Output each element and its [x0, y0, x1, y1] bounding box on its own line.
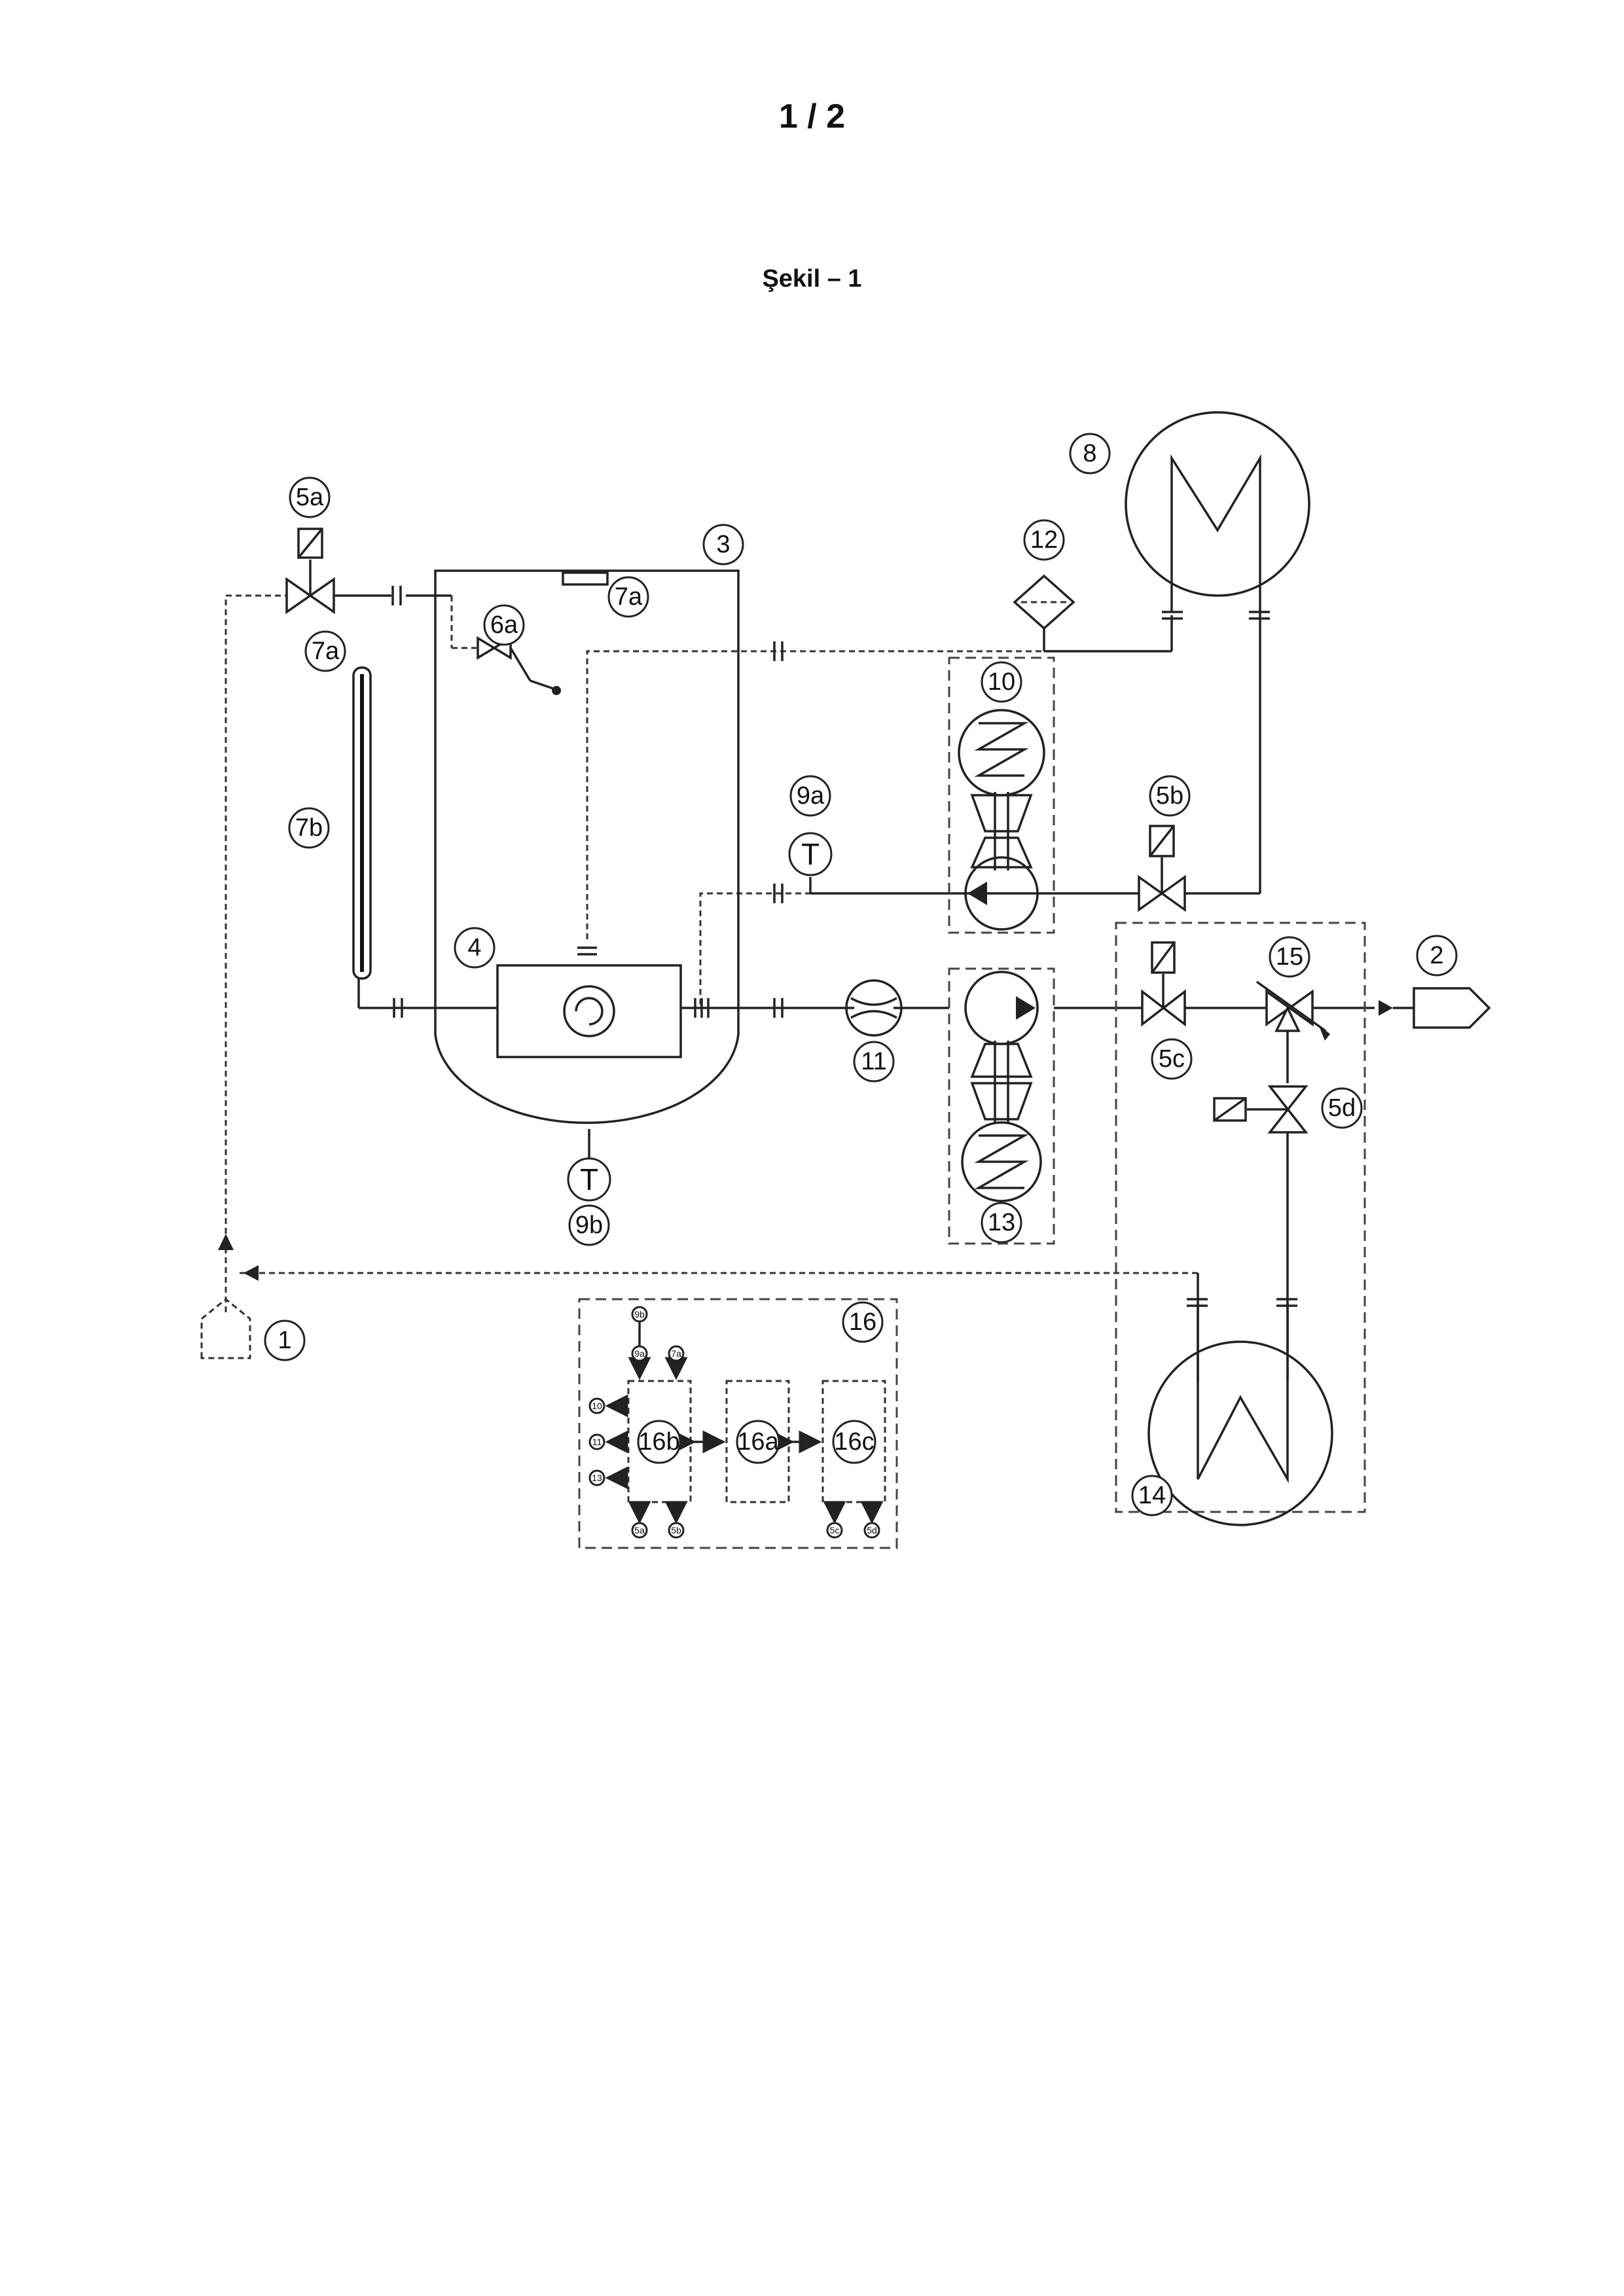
thermometer-9b: T: [568, 1158, 610, 1200]
io-label: 5d: [867, 1525, 877, 1535]
pipe-flanges: [393, 586, 1297, 1306]
pressure-regulator-15: [1257, 982, 1330, 1041]
label-3: 3: [716, 531, 730, 558]
label-5b: 5b: [1156, 782, 1183, 810]
thermometer-9a: T: [789, 833, 831, 875]
label-7a-top: 7a: [615, 583, 643, 611]
temp-symbol: T: [580, 1162, 598, 1196]
io-label: 9a: [634, 1348, 645, 1359]
io-label: 9b: [634, 1309, 645, 1319]
label-13: 13: [988, 1209, 1015, 1236]
valve-5c: [1142, 942, 1185, 1024]
label-4: 4: [467, 934, 481, 961]
label-16c: 16c: [834, 1428, 874, 1456]
io-label: 13: [592, 1473, 602, 1483]
label-11: 11: [861, 1048, 886, 1075]
label-12: 12: [1030, 526, 1058, 554]
heat-exchanger-8: [1126, 412, 1309, 612]
io-label: 7a: [671, 1348, 681, 1359]
label-8: 8: [1083, 440, 1096, 467]
filter-12: [1015, 576, 1074, 628]
label-10: 10: [988, 668, 1015, 696]
label-5c: 5c: [1159, 1045, 1185, 1073]
label-5a: 5a: [296, 484, 324, 511]
label-14: 14: [1138, 1482, 1166, 1509]
label-1: 1: [278, 1327, 291, 1354]
io-label: 5a: [634, 1525, 645, 1535]
flowmeter-11: [846, 980, 901, 1035]
label-7a-left: 7a: [312, 637, 340, 665]
pipe-network: [218, 596, 1414, 1381]
io-label: 5c: [830, 1525, 840, 1535]
label-15: 15: [1276, 943, 1303, 971]
io-label: 5b: [671, 1525, 681, 1535]
level-gauge-7b: [353, 668, 370, 978]
io-label: 11: [592, 1437, 602, 1447]
condenser-14: [1149, 1302, 1332, 1525]
temp-symbol: T: [801, 837, 820, 871]
solenoid-valve-6a: [478, 638, 561, 695]
condensing-section-box: [1116, 923, 1365, 1512]
label-2: 2: [1430, 942, 1443, 969]
outlet-product-2: [1414, 988, 1489, 1028]
valve-5a: [287, 529, 334, 612]
label-5d: 5d: [1328, 1094, 1356, 1122]
label-7b: 7b: [295, 814, 323, 842]
inner-mixing-unit: [497, 965, 681, 1057]
label-16b: 16b: [638, 1428, 679, 1456]
io-label: 10: [592, 1401, 602, 1411]
valve-5d: [1214, 1086, 1306, 1132]
label-9a: 9a: [797, 782, 825, 810]
label-16: 16: [849, 1308, 876, 1336]
label-6a: 6a: [490, 611, 518, 639]
label-9b: 9b: [575, 1211, 603, 1239]
valve-5b: [1139, 826, 1185, 910]
label-16a: 16a: [737, 1428, 779, 1456]
